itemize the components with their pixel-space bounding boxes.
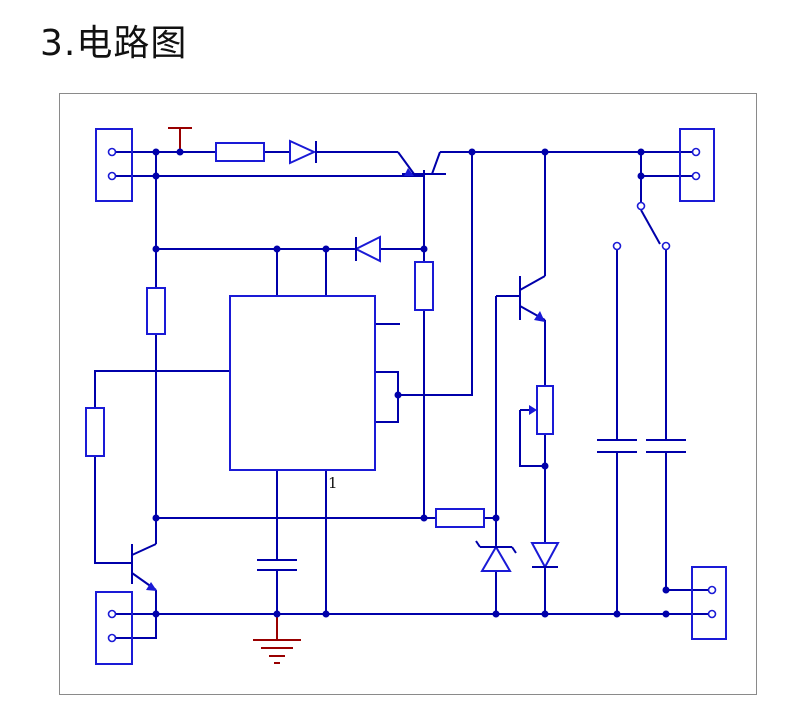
connector-bottom-left (95, 591, 133, 665)
ground-symbol (253, 614, 301, 664)
switch-contact-right (661, 241, 671, 251)
diode-top (289, 139, 317, 165)
ic-chip (229, 295, 376, 471)
diagram-frame (59, 93, 757, 695)
resistor-left-vertical (146, 287, 166, 335)
connector-bottom-right (691, 566, 727, 640)
resistor-bottom-middle (435, 508, 485, 528)
ic-pin-label: 1 (328, 474, 338, 492)
switch-contact-left (612, 241, 622, 251)
capacitor-ic-bottom (257, 559, 297, 571)
test-point-marker (168, 127, 192, 152)
connector-top-left (95, 128, 133, 202)
section-number: 3. (40, 23, 77, 64)
capacitor-right-2 (646, 439, 686, 453)
section-title: 电路图 (76, 23, 188, 64)
potentiometer (520, 385, 554, 435)
diode-second-line (353, 235, 381, 263)
transistor-q3-bottom-left (131, 543, 157, 591)
zener-diode (475, 540, 517, 572)
resistor-far-left (85, 407, 105, 457)
switch-contact-top (636, 201, 646, 211)
diode-right-bottom (530, 542, 560, 570)
resistor-q1-emitter (414, 261, 434, 311)
wires (94, 151, 712, 640)
transistor-q2-right (519, 275, 546, 322)
section-heading: 3.电路图 (40, 14, 187, 66)
transistor-q1-top (397, 151, 446, 176)
junction-dots (152, 148, 670, 618)
resistor-top (215, 142, 265, 162)
capacitor-right-1 (597, 439, 637, 453)
connector-top-right (679, 128, 715, 202)
